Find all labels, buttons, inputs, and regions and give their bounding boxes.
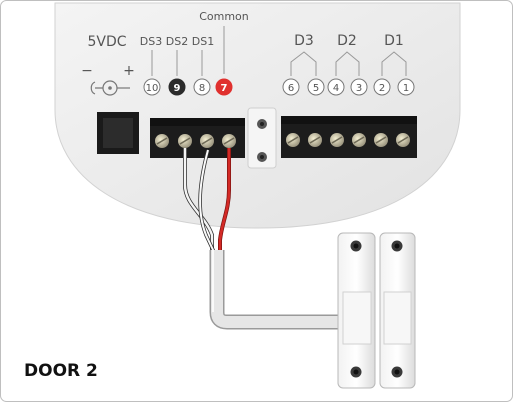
ds2-label: DS2 xyxy=(166,35,188,48)
dc-power-jack-inner xyxy=(103,118,133,148)
svg-text:2: 2 xyxy=(379,83,385,94)
svg-text:4: 4 xyxy=(333,83,339,94)
d2-label: D2 xyxy=(337,33,357,49)
d1-bracket xyxy=(381,51,407,76)
svg-text:6: 6 xyxy=(288,83,294,94)
terminal-1: 1 xyxy=(397,78,415,96)
svg-text:9: 9 xyxy=(174,83,181,94)
terminal-8: 8 xyxy=(193,78,211,96)
ds3-label: DS3 xyxy=(140,35,162,48)
d1-label: D1 xyxy=(384,33,404,49)
svg-text:3: 3 xyxy=(356,83,362,94)
mounting-bracket xyxy=(247,107,277,169)
terminal-6: 6 xyxy=(282,78,300,96)
svg-text:10: 10 xyxy=(146,83,159,94)
terminal-2: 2 xyxy=(373,78,391,96)
common-label: Common xyxy=(199,10,249,23)
terminal-4: 4 xyxy=(327,78,345,96)
door-terminal-block xyxy=(150,118,245,158)
plus-label: + xyxy=(123,63,135,79)
terminal-9: 9 xyxy=(168,78,186,96)
door-label: DOOR 2 xyxy=(24,361,98,381)
svg-text:8: 8 xyxy=(199,83,205,94)
terminal-10: 10 xyxy=(143,78,161,96)
ds1-label: DS1 xyxy=(192,35,214,48)
svg-text:5: 5 xyxy=(313,83,319,94)
terminal-7: 7 xyxy=(215,78,233,96)
d3-bracket xyxy=(290,51,317,76)
relay-terminal-block xyxy=(281,116,417,158)
power-label: 5VDC xyxy=(87,34,126,50)
minus-label: − xyxy=(81,63,93,79)
terminal-5: 5 xyxy=(307,78,325,96)
sensor-cable xyxy=(209,250,352,330)
d3-label: D3 xyxy=(294,33,314,49)
door-contact-sensor xyxy=(337,232,416,389)
sensor-wires xyxy=(183,148,231,253)
terminal-3: 3 xyxy=(350,78,368,96)
svg-text:7: 7 xyxy=(221,83,228,94)
svg-text:1: 1 xyxy=(403,83,409,94)
power-jack-symbol-icon: − + xyxy=(81,63,135,96)
d2-bracket xyxy=(335,51,360,76)
